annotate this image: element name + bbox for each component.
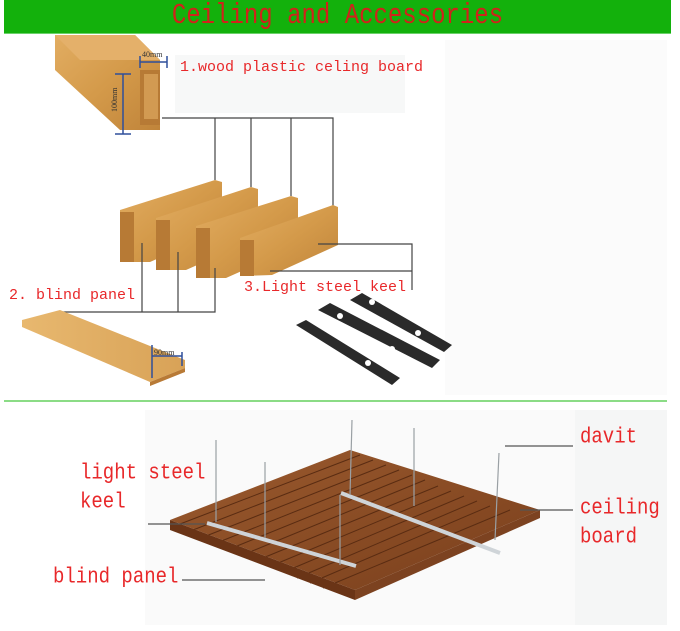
callout-blind-panel: blind panel bbox=[53, 564, 179, 590]
board-group-image bbox=[120, 180, 338, 278]
svg-text:40mm: 40mm bbox=[142, 50, 163, 59]
callout-ceiling-board: ceiling board bbox=[580, 495, 660, 550]
label-light-steel-keel: 3.Light steel keel bbox=[244, 279, 407, 296]
blind-panel-image bbox=[22, 310, 185, 386]
label-background bbox=[175, 55, 405, 113]
dimension-marks bbox=[115, 56, 168, 135]
keel-background bbox=[445, 40, 667, 395]
callout-light-steel-keel: light steel keel bbox=[80, 460, 206, 515]
page-title: Ceiling and Accessories bbox=[171, 0, 504, 33]
label-blind-panel: 2. blind panel bbox=[9, 287, 136, 304]
light-steel-keel-image bbox=[296, 293, 452, 385]
leader-lines-top bbox=[162, 117, 334, 207]
leader-lines-blind bbox=[60, 243, 216, 313]
title-banner: Ceiling and Accessories bbox=[4, 0, 671, 34]
callout-davit: davit bbox=[580, 424, 638, 450]
wood-plastic-board-image bbox=[55, 35, 160, 130]
callout-lines-bottom bbox=[148, 445, 573, 581]
svg-text:90mm: 90mm bbox=[154, 348, 175, 357]
leader-lines-keel bbox=[270, 243, 413, 290]
section-divider bbox=[4, 400, 667, 402]
svg-text:100mm: 100mm bbox=[110, 87, 119, 112]
bottom-right-background bbox=[575, 410, 667, 625]
label-wood-plastic-board: 1.wood plastic celing board bbox=[180, 59, 424, 76]
ceiling-assembly-image bbox=[170, 419, 540, 600]
